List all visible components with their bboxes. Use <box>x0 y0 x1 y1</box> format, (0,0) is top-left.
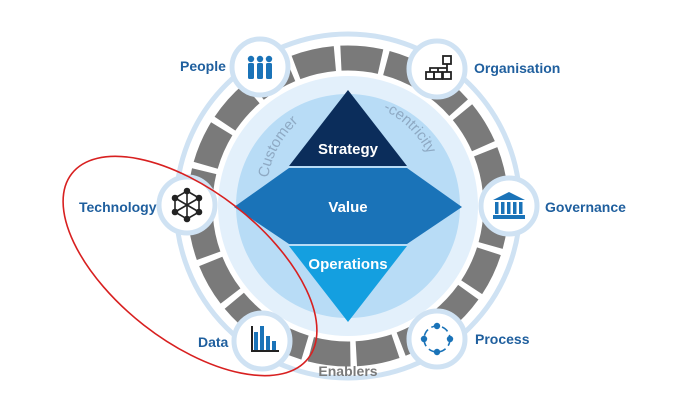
technology-label: Technology <box>79 199 157 215</box>
org-chart-icon <box>425 55 452 80</box>
strategy-label: Strategy <box>318 141 379 158</box>
organisation-label: Organisation <box>474 60 561 76</box>
operations-label: Operations <box>308 256 387 273</box>
node-organisation <box>406 38 468 100</box>
data-label: Data <box>198 334 229 350</box>
value-label: Value <box>328 199 367 216</box>
process-label: Process <box>475 331 530 347</box>
highlight-ellipse <box>62 155 318 377</box>
process-cycle-icon <box>420 322 454 356</box>
network-icon <box>171 187 203 223</box>
governance-label: Governance <box>545 199 626 215</box>
enablers-label: Enablers <box>318 363 377 379</box>
people-label: People <box>180 58 226 74</box>
node-governance <box>478 175 540 237</box>
value-segment <box>234 168 462 244</box>
node-people <box>229 36 291 98</box>
operations-segment <box>289 246 407 322</box>
strategy-segment <box>289 90 407 166</box>
node-data <box>231 310 293 372</box>
bar-chart-icon <box>251 326 279 352</box>
node-technology <box>156 174 218 236</box>
people-group-icon <box>247 55 273 79</box>
node-process <box>406 308 468 370</box>
bank-building-icon <box>493 192 525 219</box>
